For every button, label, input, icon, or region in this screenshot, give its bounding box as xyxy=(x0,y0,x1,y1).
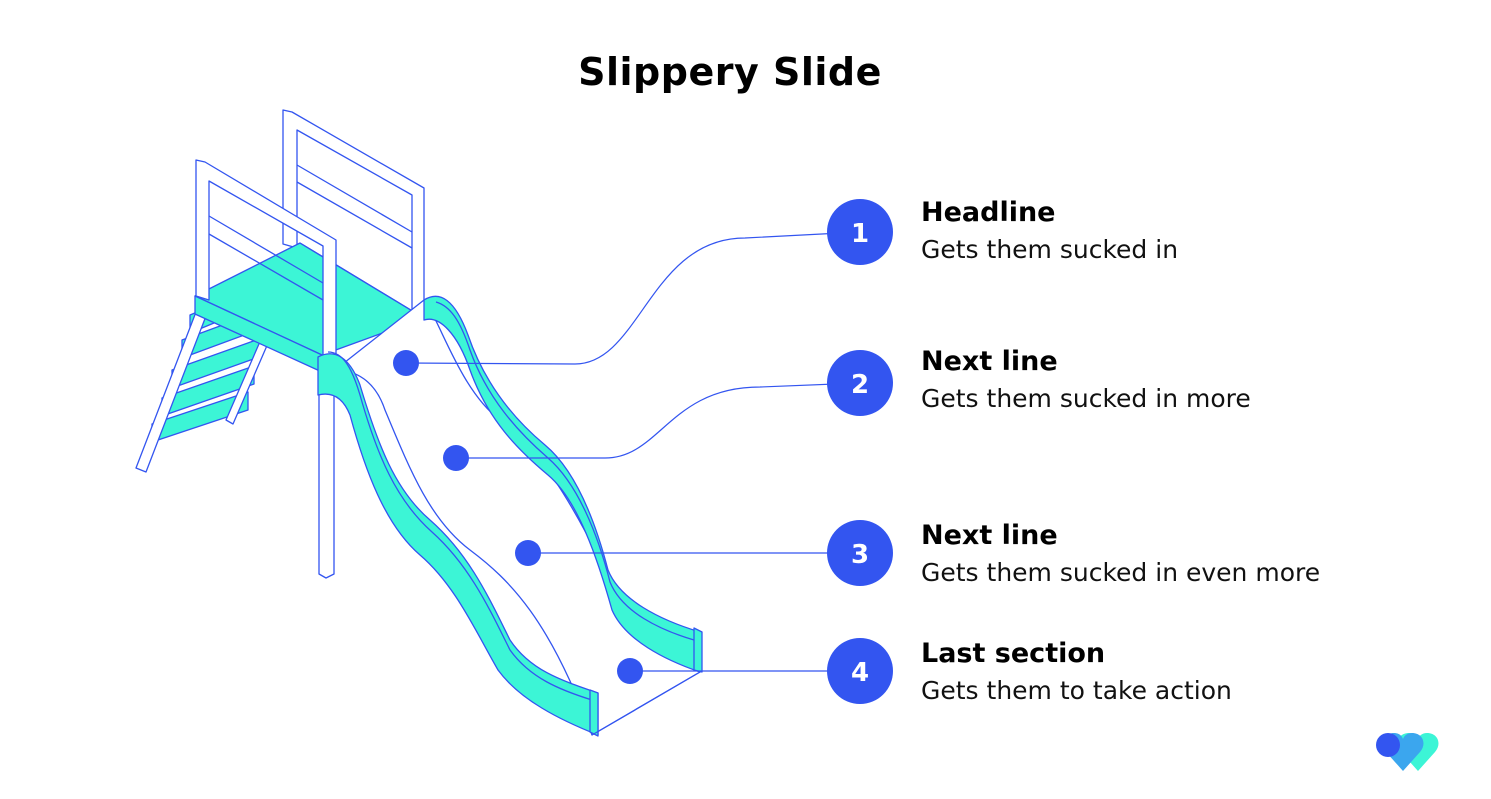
connector-line-2 xyxy=(456,382,861,459)
page-title: Slippery Slide xyxy=(578,50,882,94)
connector-lines xyxy=(405,231,861,672)
step-heading: Headline xyxy=(921,197,1056,228)
marker-dot-3 xyxy=(515,540,541,566)
step-badge-number: 4 xyxy=(851,658,869,688)
step-item-4: Last section Gets them to take action xyxy=(921,636,1232,710)
support-leg xyxy=(318,371,335,579)
step-description: Gets them sucked in more xyxy=(921,384,1251,413)
step-badge-number: 2 xyxy=(851,370,869,400)
step-badge-4: 4 xyxy=(827,638,893,704)
marker-dot-4 xyxy=(617,658,643,684)
step-badge-2: 2 xyxy=(827,350,893,416)
back-railing xyxy=(282,109,425,323)
step-heading: Last section xyxy=(921,638,1106,669)
double-heart-logo-icon xyxy=(1376,733,1439,771)
step-item-2: Next line Gets them sucked in more xyxy=(921,344,1251,418)
step-badge-number: 1 xyxy=(851,219,869,249)
marker-dot-2 xyxy=(443,445,469,471)
step-description: Gets them to take action xyxy=(921,676,1232,705)
step-badge-number: 3 xyxy=(851,540,869,570)
marker-dot-1 xyxy=(393,350,419,376)
front-railing xyxy=(195,159,337,361)
step-badge-3: 3 xyxy=(827,520,893,586)
slide-chute xyxy=(317,295,703,737)
connector-line-1 xyxy=(405,231,861,365)
step-item-1: Headline Gets them sucked in xyxy=(921,195,1178,269)
step-badge-1: 1 xyxy=(827,199,893,265)
slide-markers xyxy=(393,350,643,684)
step-heading: Next line xyxy=(921,346,1058,377)
step-description: Gets them sucked in even more xyxy=(921,558,1321,587)
step-description: Gets them sucked in xyxy=(921,235,1179,264)
step-item-3: Next line Gets them sucked in even more xyxy=(921,518,1320,592)
step-heading: Next line xyxy=(921,520,1058,551)
